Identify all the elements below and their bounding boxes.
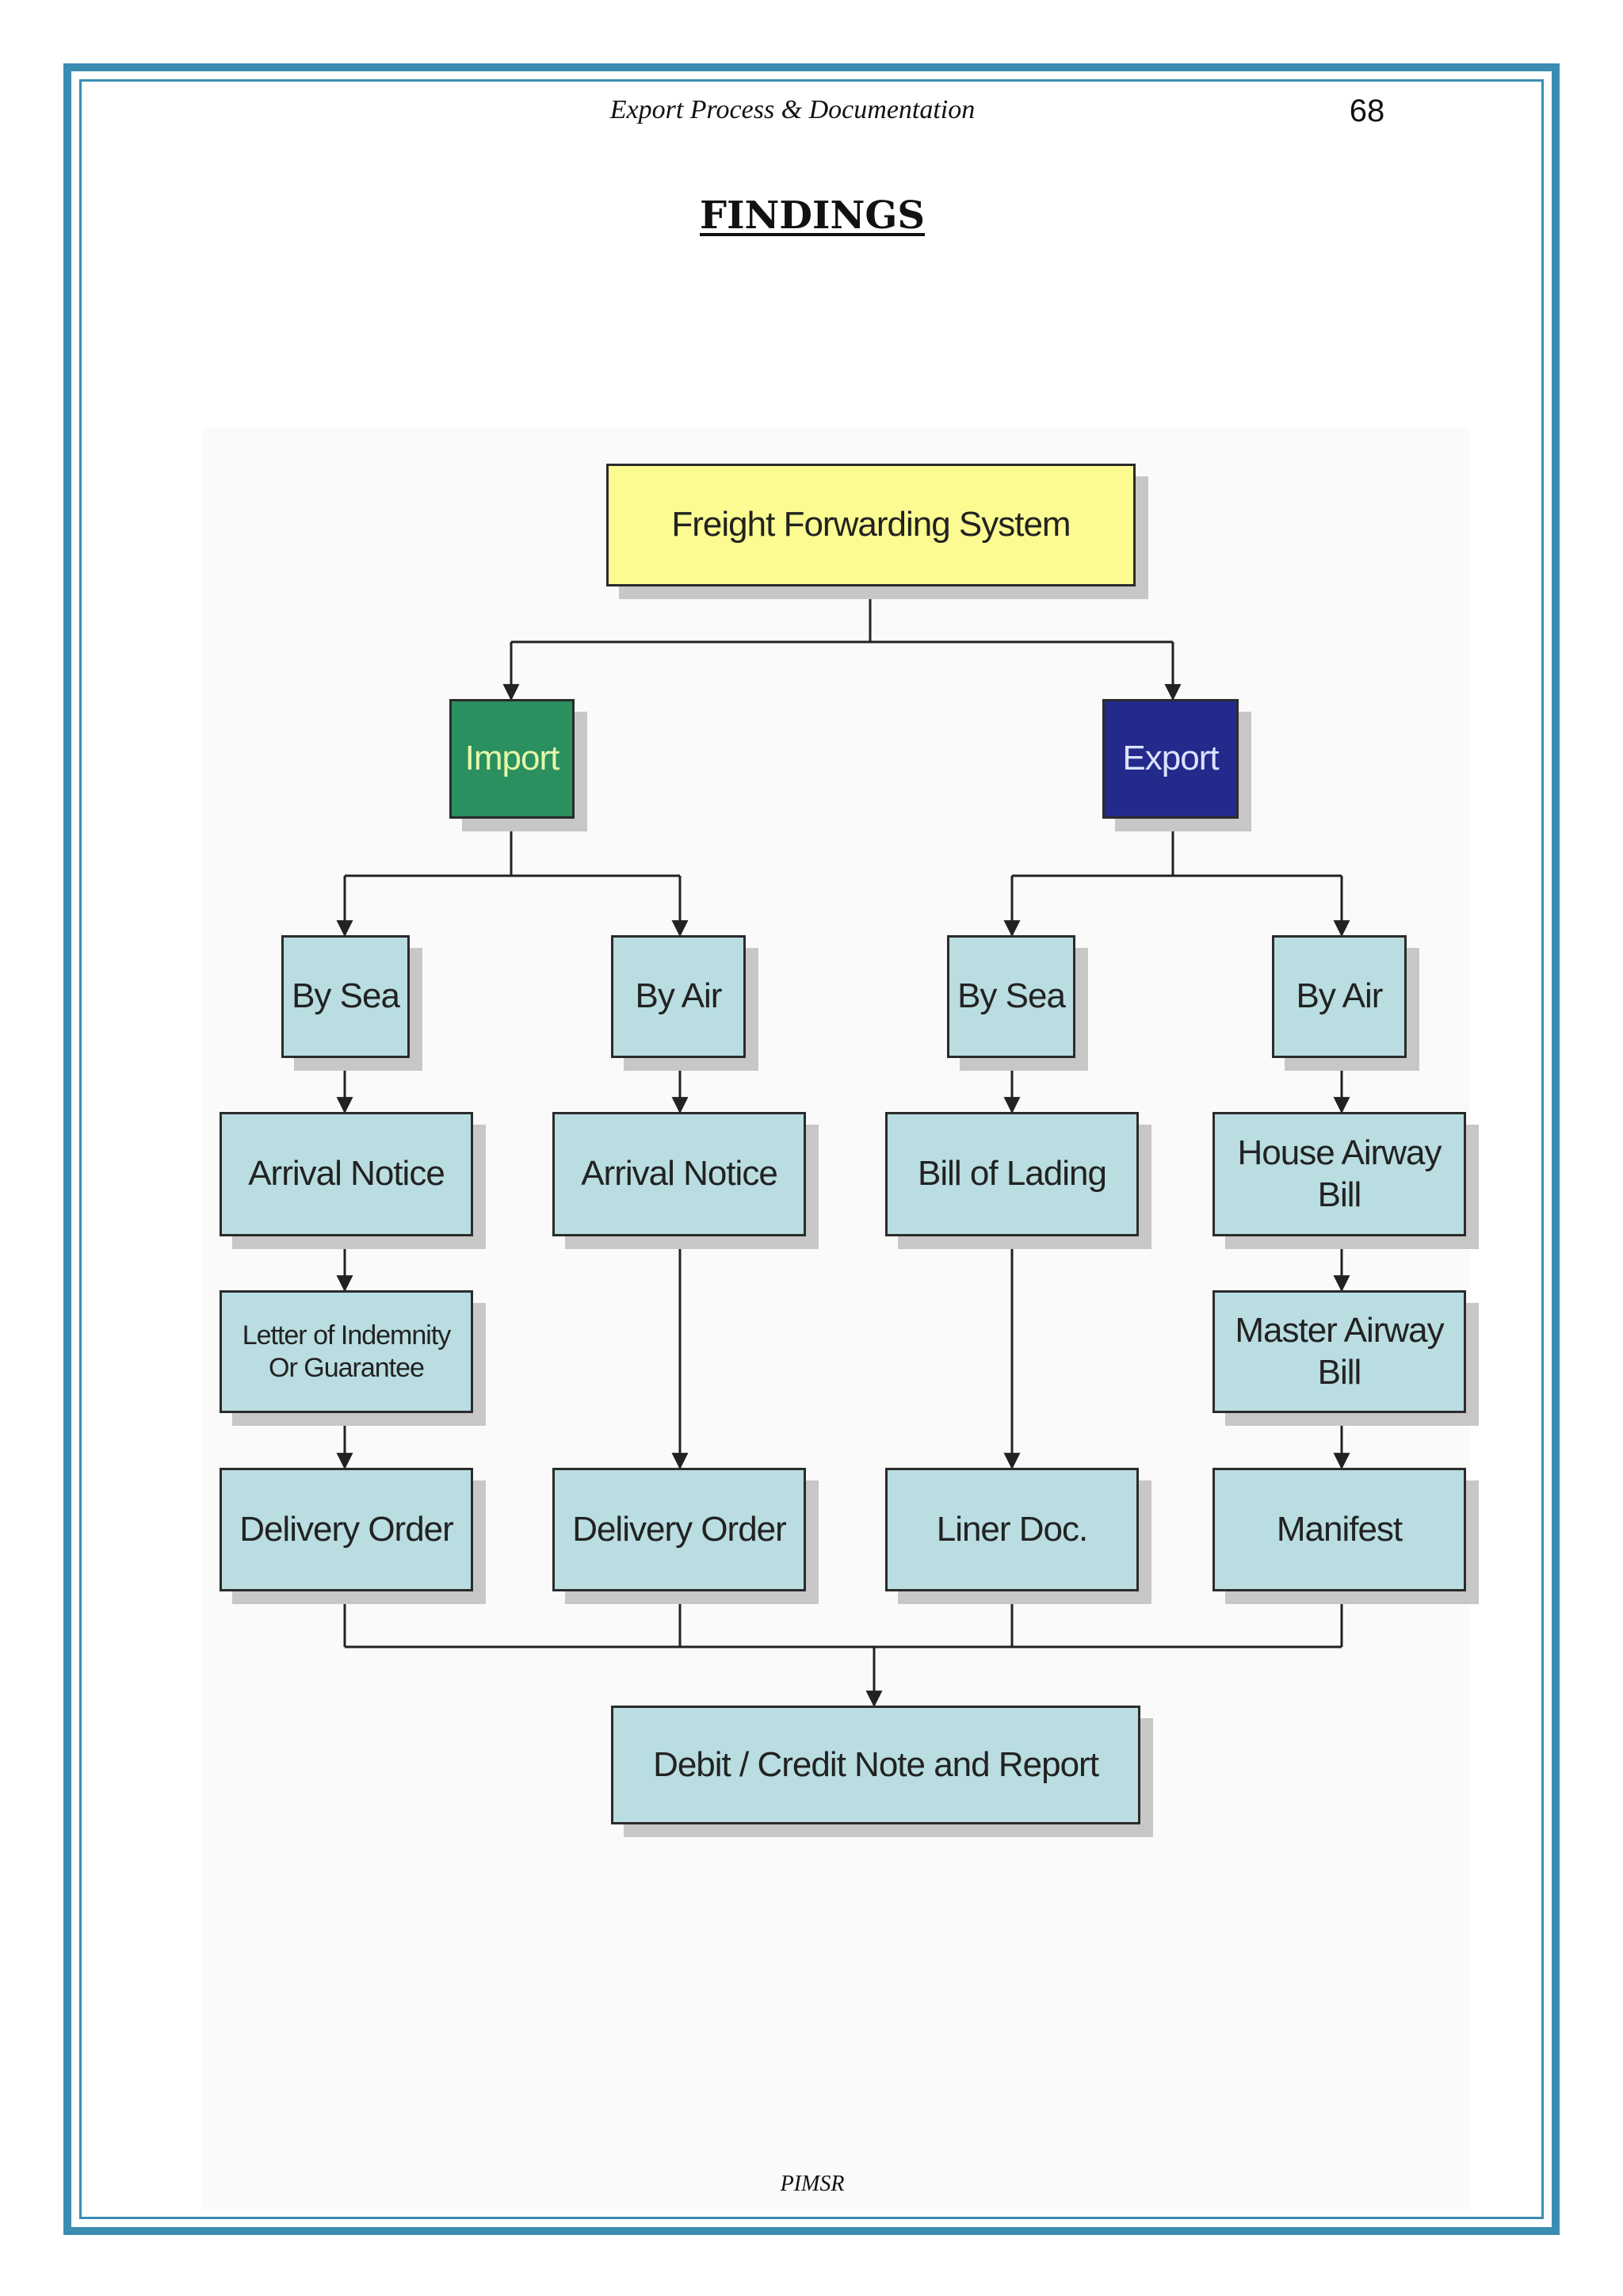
node-import-sea-delivery-order: Delivery Order <box>220 1468 473 1591</box>
page-title: FINDINGS <box>699 193 925 238</box>
node-export-by-air: By Air <box>1272 935 1407 1058</box>
footer-text: PIMSR <box>780 2172 845 2196</box>
page-border-outer <box>63 63 1560 2235</box>
node-import: Import <box>449 699 575 819</box>
node-export-by-sea: By Sea <box>947 935 1075 1058</box>
node-bill-of-lading: Bill of Lading <box>885 1112 1139 1236</box>
node-freight-forwarding-system: Freight Forwarding System <box>606 464 1136 586</box>
node-import-by-sea: By Sea <box>281 935 410 1058</box>
node-import-by-air: By Air <box>611 935 746 1058</box>
node-liner-doc: Liner Doc. <box>885 1468 1139 1591</box>
page-number: 68 <box>1349 94 1385 128</box>
node-master-airway-bill: Master Airway Bill <box>1212 1290 1466 1413</box>
node-import-air-arrival-notice: Arrival Notice <box>552 1112 806 1236</box>
node-import-air-delivery-order: Delivery Order <box>552 1468 806 1591</box>
node-export: Export <box>1102 699 1239 819</box>
node-letter-of-indemnity: Letter of Indemnity Or Guarantee <box>220 1290 473 1413</box>
node-house-airway-bill: House Airway Bill <box>1212 1112 1466 1236</box>
page-border-inner <box>79 79 1544 2219</box>
node-manifest: Manifest <box>1212 1468 1466 1591</box>
node-import-sea-arrival-notice: Arrival Notice <box>220 1112 473 1236</box>
running-header: Export Process & Documentation <box>609 95 976 124</box>
node-debit-credit-note: Debit / Credit Note and Report <box>611 1706 1140 1824</box>
